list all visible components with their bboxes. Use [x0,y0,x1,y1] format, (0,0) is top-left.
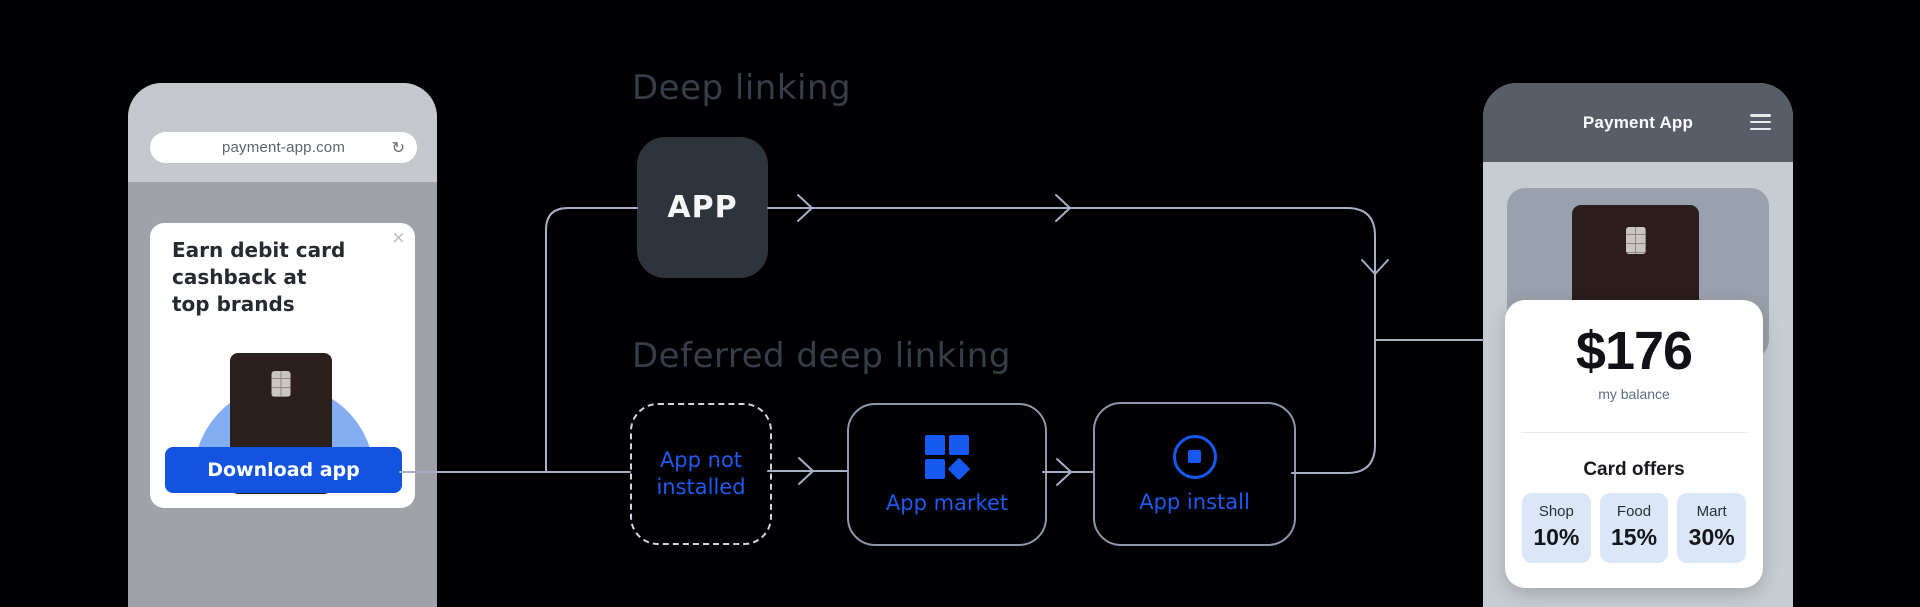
menu-icon[interactable] [1750,114,1771,130]
offer-tile-food[interactable]: Food 15% [1599,493,1669,563]
ad-headline: Earn debit card cashback at top brands [172,237,345,318]
url-text: payment-app.com [221,139,346,156]
balance-label: my balance [1598,386,1670,402]
offers-row: Shop 10% Food 15% Mart 30% [1505,493,1763,563]
debit-card-image [1572,205,1699,317]
offer-name: Mart [1696,503,1727,520]
url-bar[interactable]: payment-app.com ↻ [150,132,417,163]
deferred-deep-linking-title: Deferred deep linking [632,336,1011,376]
offer-value: 10% [1533,524,1580,550]
left-phone-mockup: payment-app.com ↻ × Earn debit card cash… [128,83,437,607]
offer-name: Shop [1538,503,1574,520]
connector-line [545,207,638,473]
app-node-label: APP [667,190,738,225]
download-app-button-label: Download app [207,459,360,481]
offer-value: 15% [1610,524,1658,550]
app-install-label: App install [1139,489,1250,514]
card-chip-icon [1625,227,1646,254]
app-install-node: App install [1093,402,1296,546]
arrow-right-icon [797,194,813,222]
right-phone-mockup: Payment App $176 my balance Card offers … [1483,83,1793,607]
payment-app-header: Payment App [1483,83,1793,162]
arrow-right-icon [798,457,814,485]
download-app-button[interactable]: Download app [165,447,402,493]
deep-linking-title: Deep linking [632,68,852,108]
card-chip-icon [271,371,291,397]
close-icon[interactable]: × [392,225,405,250]
arrow-down-icon [1361,259,1389,275]
app-install-icon [1172,434,1217,479]
balance-amount: $176 [1575,321,1693,381]
ad-headline-line: cashback at [172,265,307,289]
offer-tile-shop[interactable]: Shop 10% [1522,493,1591,563]
arrow-right-icon [1056,458,1072,486]
offer-name: Food [1616,503,1652,520]
balance-card: $176 my balance Card offers Shop 10% Foo… [1505,300,1763,588]
ad-headline-line: top brands [172,292,295,316]
app-not-installed-node: App not installed [630,403,772,545]
divider [1521,432,1747,433]
ad-card: × Earn debit card cashback at top brands… [150,223,415,508]
card-offers-title: Card offers [1583,459,1685,480]
app-not-installed-label: App not installed [656,448,746,499]
app-node: APP [637,137,768,278]
offer-tile-mart[interactable]: Mart 30% [1677,493,1747,563]
ad-headline-line: Earn debit card [172,238,346,262]
app-market-node: App market [847,403,1047,546]
app-market-icon [925,434,971,480]
app-market-label: App market [885,490,1009,515]
reload-icon[interactable]: ↻ [391,140,405,157]
browser-top-bar: payment-app.com ↻ [128,83,437,182]
arrow-right-icon [1055,194,1071,222]
offer-value: 30% [1688,524,1735,550]
payment-app-title: Payment App [1582,112,1694,132]
